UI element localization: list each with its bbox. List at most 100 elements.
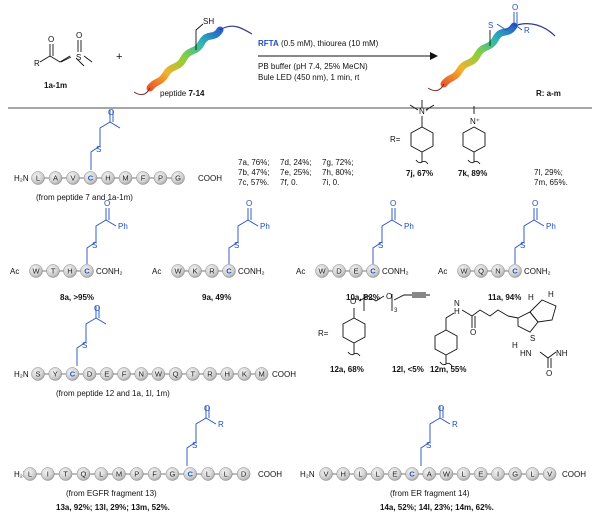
cysteine-residue-label: C <box>187 470 193 479</box>
ether-oxygen: O <box>350 297 356 306</box>
cysteine-residue-label: C <box>226 267 232 276</box>
residue-label: M <box>122 174 128 183</box>
yield-7b: 7b, 47%; <box>238 168 270 177</box>
residue-label: L <box>530 470 534 479</box>
yield-12a: 12a, 68% <box>330 365 364 374</box>
ketone-oxygen-12: O <box>94 304 100 313</box>
yield-7f: 7f, 0. <box>280 178 298 187</box>
urea-oxygen: O <box>546 369 552 378</box>
carbonyl-bond <box>105 208 110 220</box>
residue-label: L <box>99 470 103 479</box>
residue-label: E <box>392 470 397 479</box>
residue-label: W <box>318 267 326 276</box>
residue-label: I <box>497 470 499 479</box>
residue-label: G <box>169 470 175 479</box>
residue-label: G <box>512 470 518 479</box>
carbonyl-bond <box>533 208 538 220</box>
trimethylammonium-n: N⁺ <box>419 107 429 116</box>
cysteine-residue-label: C <box>409 470 415 479</box>
residue-bead <box>222 264 236 278</box>
residue-label: W <box>32 267 40 276</box>
reagent-label: 1a-1m <box>44 81 67 90</box>
residue-label: V <box>323 470 328 479</box>
amide-oxygen: O <box>470 328 476 337</box>
residue-label: D <box>336 267 342 276</box>
biotin-h-top: H <box>528 293 534 302</box>
thioether-sulfur-12: S <box>82 341 87 350</box>
residue-label: T <box>51 267 56 276</box>
yield-12m: 12m, 55% <box>430 365 466 374</box>
cysteine-residue-label: C <box>88 174 94 183</box>
peptide-12-caption: (from peptide 12 and 1a, 1l, 1m) <box>56 389 170 398</box>
residue-label: L <box>376 470 380 479</box>
peptide-range-label: peptide 7-14 <box>160 89 205 98</box>
residue-label: E <box>104 370 109 379</box>
cysteine-residue-label: C <box>512 267 518 276</box>
peg-repeat-number: 3 <box>394 308 398 314</box>
residue-label: W <box>174 267 182 276</box>
residue-label: S <box>35 370 40 379</box>
carbonyl-bond <box>247 208 252 220</box>
yield-12l: 12l, <5% <box>392 365 424 374</box>
residue-label: V <box>547 470 552 479</box>
thioether-sulfur-14: S <box>426 441 431 450</box>
residue-label: H <box>340 470 345 479</box>
residue-label: L <box>224 470 228 479</box>
yield-7k: 7k, 89% <box>458 169 487 178</box>
plus-sign: + <box>116 51 122 63</box>
residue-label: F <box>122 370 127 379</box>
yield-7l: 7l, 29%; <box>534 168 563 177</box>
yield-7j: 7j, 67% <box>406 169 433 178</box>
r-group-13: R <box>218 420 224 429</box>
peptide-14-caption: (from ER fragment 14) <box>390 489 470 498</box>
yield-7i: 7i, 0. <box>322 178 339 187</box>
n-terminus-label: H₂N <box>14 174 29 183</box>
n-terminus-label-14: H₂N <box>300 470 315 479</box>
ketone-oxygen-13: O <box>204 404 210 413</box>
thioether-sulfur: S <box>96 145 101 154</box>
reaction-header: R O O S 1a-1m + SH peptide 7-14 RFTA (0.… <box>34 3 561 98</box>
c-terminus-label-13: COOH <box>258 470 282 479</box>
residue-label: I <box>47 470 49 479</box>
residue-label: L <box>462 470 466 479</box>
residue-label: K <box>192 267 197 276</box>
cysteine-residue-label: C <box>370 267 376 276</box>
residue-bead <box>80 264 94 278</box>
product-r-group: R <box>524 26 530 35</box>
biotin-nh: NH <box>556 349 568 358</box>
peptide-13-yields: 13a, 92%; 13l, 29%; 13m, 52%. <box>56 503 170 512</box>
side-chain-bonds <box>86 219 117 264</box>
yield-7c: 7c, 57%. <box>238 178 269 187</box>
r-group-12: R= O O 3 12a, 68% 12l, <5% H N O S H H H… <box>318 290 568 378</box>
residue-label: T <box>191 370 196 379</box>
product-sulfur: S <box>488 21 493 30</box>
residue-label: D <box>87 370 93 379</box>
acetyl-label: Ac <box>438 267 447 276</box>
peptide-helix-product: S O R R: a-m <box>427 3 561 98</box>
biotin-h-bottom: H <box>512 341 518 350</box>
n-terminus-label-12: H₂N <box>14 370 29 379</box>
yield-7h: 7h, 80%; <box>322 168 354 177</box>
phenyl-label: Ph <box>118 222 128 231</box>
yield-7a: 7a, 76%; <box>238 158 270 167</box>
product-oxygen: O <box>512 3 518 12</box>
residue-label: E <box>353 267 358 276</box>
reaction-arrow: RFTA (0.5 mM), thiourea (10 mM) PB buffe… <box>258 39 438 82</box>
residue-label: A <box>53 174 58 183</box>
amide-terminus-label: CONH₂ <box>96 267 123 276</box>
residue-label: M <box>116 470 122 479</box>
residue-label: T <box>63 470 68 479</box>
ketone-oxygen: O <box>532 199 538 208</box>
peg-oxygen: O <box>386 292 392 301</box>
residue-label: Q <box>478 267 484 276</box>
residue-label: H <box>67 267 72 276</box>
buffer-conditions: PB buffer (pH 7.4, 25% MeCN) <box>258 62 368 71</box>
residue-label: L <box>358 470 362 479</box>
short-peptide-yield: 10a, 82% <box>346 293 380 302</box>
acetyl-label: Ac <box>152 267 161 276</box>
